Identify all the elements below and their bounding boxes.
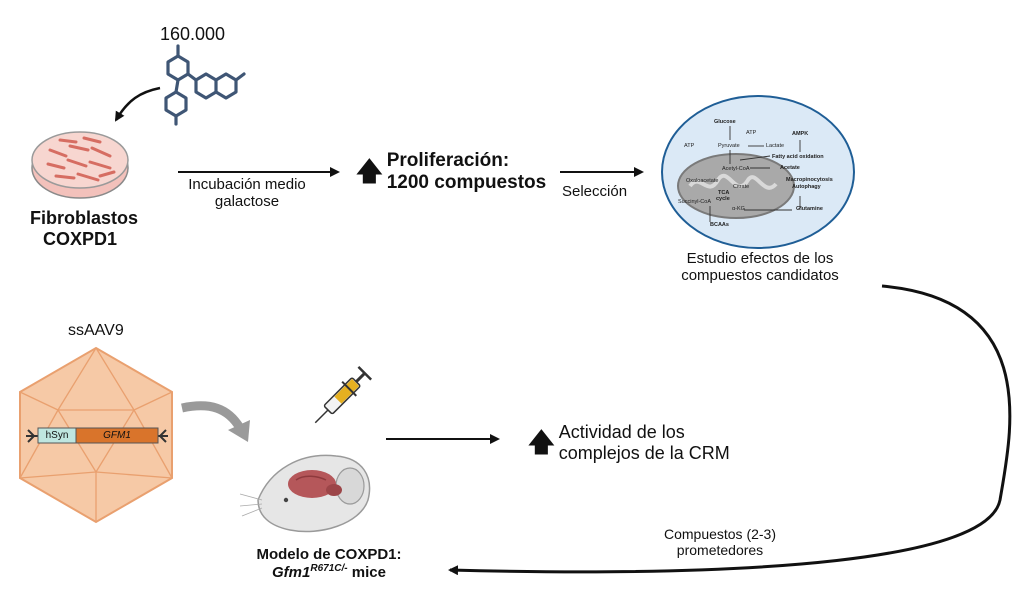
pathway-tca-1: TCA: [718, 190, 730, 196]
pathway-citrate: Citrate: [733, 184, 750, 190]
injection-arrow: [181, 401, 244, 431]
proliferation-line-1: Proliferación:: [386, 150, 510, 171]
pathway-tca-2: cycle: [716, 196, 730, 202]
activity-line-1: Actividad de los: [558, 422, 685, 442]
pathway-succinyl: Succinyl-CoA: [678, 199, 712, 205]
selection-label: Selección: [562, 183, 628, 200]
compounds-label: Compuestos (2-3) prometedores: [645, 526, 795, 558]
fibroblasts-line-1: Fibroblastos: [30, 208, 139, 228]
return-arrow: [448, 284, 1012, 576]
study-line-1: Estudio efectos de los: [686, 250, 834, 267]
mouse-icon: [239, 454, 371, 533]
incubation-label: Incubación medio galactose: [172, 176, 322, 211]
study-line-2: compuestos candidatos: [681, 267, 839, 285]
syringe-icon: [314, 365, 373, 424]
incubation-line-1: Incubación medio: [188, 176, 306, 193]
pathway-bcaas: BCAAs: [710, 222, 729, 228]
metabolism-panel: [661, 95, 855, 249]
compounds-line-2: prometedores: [676, 542, 764, 559]
pathway-atp-left: ATP: [684, 143, 695, 149]
fibroblasts-line-2: COXPD1: [42, 228, 118, 249]
pathway-oxaloacetate: Oxaloacetate: [686, 178, 719, 184]
activity-line-2: complejos de la CRM: [558, 442, 730, 463]
pathway-acetylcoa: Acetyl-CoA: [722, 166, 750, 172]
pathway-akg: α-KG: [732, 206, 745, 212]
up-arrow-icon-2: 🡅: [528, 426, 555, 457]
mouse-gene: Gfm1: [272, 564, 311, 582]
model-line-2: Gfm1R671C/- mice: [244, 563, 414, 581]
mouse-word: mice: [351, 564, 386, 582]
pathway-ampk: AMPK: [792, 131, 809, 137]
pathway-autophagy: Autophagy: [792, 184, 821, 190]
vector-label: ssAAV9: [68, 322, 124, 339]
pathway-lactate: Lactate: [766, 143, 785, 149]
promoter-label: hSyn: [45, 430, 69, 441]
vector-construct: [26, 427, 168, 444]
molecule-icon: [164, 44, 246, 126]
compounds-line-1: Compuestos (2-3): [663, 526, 777, 542]
model-line-1: Modelo de COXPD1:: [256, 546, 402, 563]
petri-dish-icon: [31, 131, 129, 199]
dose-arrow: [114, 86, 161, 122]
fibroblasts-label: Fibroblastos COXPD1: [30, 208, 139, 249]
pathway-glutamine: Glutamine: [796, 206, 823, 212]
activity-label: 🡅 Actividad de los complejos de la CRM: [528, 422, 730, 463]
pathway-glucose: Glucose: [714, 119, 736, 125]
mouse-allele: R671C/-: [310, 563, 348, 575]
study-label: Estudio efectos de los compuestos candid…: [660, 250, 860, 285]
compound-count: 160.000: [160, 24, 226, 44]
gene-label: GFM1: [103, 430, 131, 441]
pathway-pyruvate: Pyruvate: [718, 143, 740, 149]
incubation-line-2: galactose: [214, 193, 280, 211]
model-label: Modelo de COXPD1: Gfm1R671C/- mice: [244, 546, 414, 582]
pathway-atp-top: ATP: [746, 130, 757, 136]
up-arrow-icon: 🡅: [356, 155, 383, 186]
pathway-macro: Macropinocytosis: [786, 177, 833, 183]
proliferation-line-2: 1200 compuestos: [386, 171, 547, 193]
proliferation-label: 🡅 Proliferación: 1200 compuestos: [356, 150, 546, 194]
pathway-fatty-acid: Fatty acid oxidation: [772, 154, 824, 160]
pathway-acetate: Acetate: [780, 165, 800, 171]
